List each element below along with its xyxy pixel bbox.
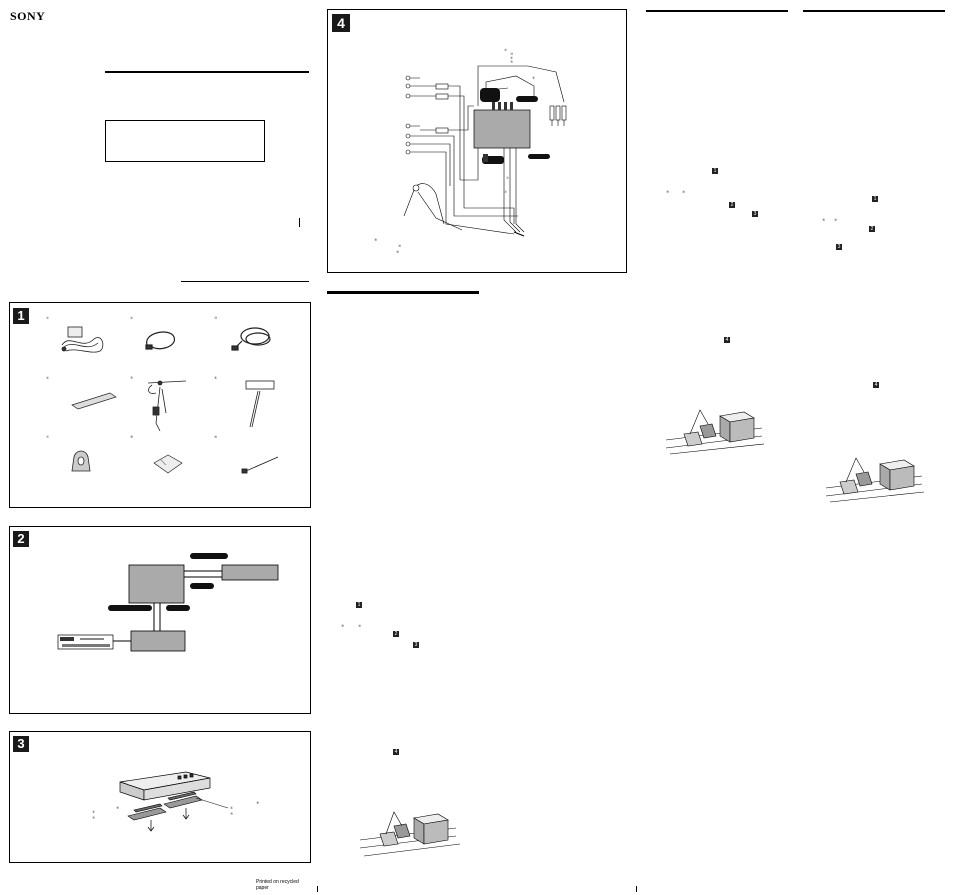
callout-part: ④ (230, 806, 234, 810)
part-number-4: ④ (46, 376, 50, 380)
cover-divider (181, 281, 309, 282)
fold-mark (636, 886, 637, 892)
part-number-6: ⑥ (214, 376, 218, 380)
coiled-cable-icon (231, 327, 271, 351)
part-ref: ⑧ (341, 624, 345, 628)
figure-ref: 4 (873, 382, 879, 388)
cable-label-pill (190, 583, 214, 589)
wiring-callout: ④ (510, 56, 514, 60)
part-number-5: ⑤ (130, 376, 134, 380)
main-unit-block (128, 564, 185, 604)
cable-label-pill (190, 553, 228, 559)
cable-tie-icon (241, 456, 279, 474)
fold-mark (317, 886, 318, 892)
callout-part: ⑧ (116, 806, 120, 810)
wiring-callout: ⑦ (504, 190, 508, 194)
wiring-callout: ⑨ (396, 250, 400, 254)
part-ref: ⑧ (666, 190, 670, 194)
figure-ref: 1 (712, 168, 718, 174)
callout-part: ⑤ (92, 816, 96, 820)
cable-plugs (483, 102, 513, 162)
mounting-illustration (119, 771, 229, 832)
power-cable-icon (61, 326, 104, 353)
fastener-pad-icon (153, 454, 183, 474)
mounting-plate-icon (71, 392, 117, 410)
rca-input-connectors (405, 75, 479, 188)
adapter-block (130, 630, 186, 652)
wiring-callout: ⑧ (374, 238, 378, 242)
part-ref: ⑨ (682, 190, 686, 194)
wiring-schematic (403, 65, 567, 237)
part-ref: ⑧ (822, 218, 826, 222)
figure-1-supplied-parts: 1 ① ② ③ ④ ⑤ ⑥ ⑦ ⑧ ⑨ (9, 302, 311, 508)
figure-ref: 2 (869, 226, 875, 232)
wiring-callout: ② (504, 48, 508, 52)
fastener-strip-icon (127, 791, 203, 821)
column-header-rule (646, 10, 788, 12)
figure-ref: 2 (393, 631, 399, 637)
figure-ref: 1 (356, 602, 362, 608)
cable-label-pill (528, 154, 550, 159)
rca-output-jacks (549, 105, 567, 126)
title-rule (105, 71, 309, 73)
part-number-3: ③ (214, 316, 218, 320)
cable-label-pill (166, 605, 190, 611)
figure-ref: 3 (752, 211, 758, 217)
callout-part: ⑧ (256, 801, 260, 805)
part-number-7: ⑦ (46, 435, 50, 439)
peripheral-block (221, 564, 279, 581)
recycled-paper-note: Printed on recycled paper (256, 879, 299, 891)
part-ref: ⑨ (834, 218, 838, 222)
cable-label-pill (108, 605, 152, 611)
system-block-diagram (57, 553, 279, 652)
part-number-9: ⑨ (214, 435, 218, 439)
mounting-detail-illustration (665, 409, 765, 455)
wiring-callout: ③ (510, 52, 514, 56)
figure-4-wiring-diagram: 4 (327, 9, 627, 273)
cable-label-pill (516, 96, 538, 102)
figure-ref: 4 (724, 337, 730, 343)
sony-logo: SONY (10, 9, 46, 23)
part-ref: ⑨ (358, 624, 362, 628)
unit-box-icon (119, 771, 211, 801)
bracket-icon (245, 380, 275, 428)
figure-2-connection-diagram: 2 (9, 526, 311, 714)
antenna-lead-icon (147, 380, 187, 432)
wiring-callout: ⑥ (532, 76, 536, 80)
mounting-detail-illustration (825, 457, 925, 503)
cable-clamp-icon (71, 450, 91, 472)
margin-mark (299, 218, 300, 227)
callout-part: ⑤ (230, 812, 234, 816)
cable-label-pill (480, 88, 500, 102)
ground-lead (403, 183, 463, 231)
figure-ref: 2 (729, 202, 735, 208)
connection-cord-icon (145, 331, 175, 350)
callout-part: ④ (92, 810, 96, 814)
car-stereo-icon (57, 634, 114, 650)
figure-3-mounting: 3 ④ ⑤ ⑧ ④ ⑤ ⑧ (9, 731, 311, 863)
figure-ref: 3 (413, 642, 419, 648)
figure-number-badge: 4 (332, 14, 350, 32)
mounting-detail-illustration (359, 811, 461, 857)
part-number-1: ① (46, 316, 50, 320)
figure-number-badge: 3 (13, 736, 29, 752)
part-number-2: ② (130, 316, 134, 320)
wiring-callout: ⑦ (506, 176, 510, 180)
part-number-8: ⑧ (130, 435, 134, 439)
main-unit-block (473, 109, 531, 149)
figure-ref: 1 (872, 196, 878, 202)
figure-ref: 4 (393, 749, 399, 755)
figure-ref: 3 (836, 244, 842, 250)
column-header-rule (803, 10, 945, 12)
wiring-callout: ⑤ (510, 60, 514, 64)
wiring-callout: ⑨ (398, 244, 402, 248)
supplied-parts-illustrations (61, 326, 279, 474)
figure-number-badge: 1 (13, 308, 29, 324)
figure-number-badge: 2 (13, 531, 29, 547)
notice-box (105, 120, 265, 162)
section-heading-rule (327, 291, 479, 294)
